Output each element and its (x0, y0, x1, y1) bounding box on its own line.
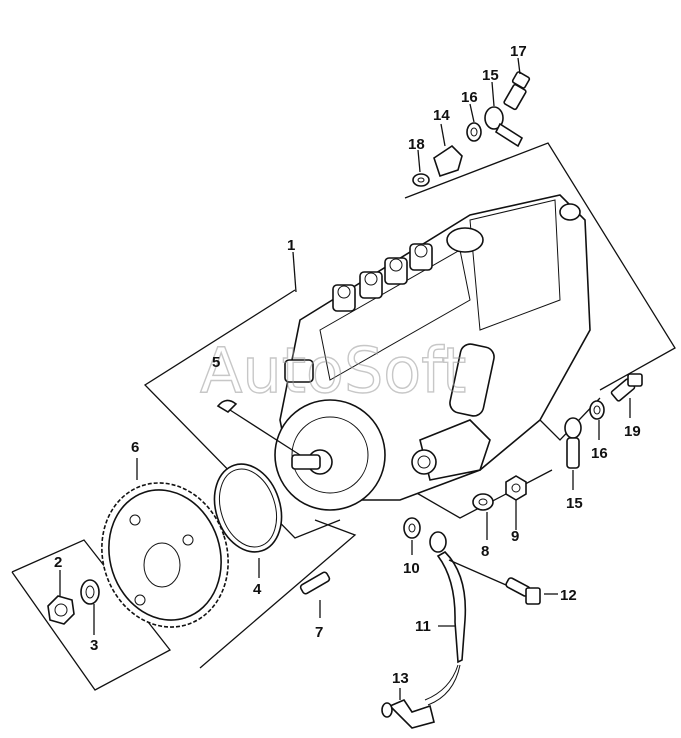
injection-pump-body (274, 194, 591, 511)
pump-assembly-frame-left (143, 289, 341, 539)
o-ring (213, 463, 283, 578)
label-part-18: 18 (408, 136, 425, 153)
stud-bolt (299, 571, 331, 618)
elbow-fitting-13 (381, 688, 435, 729)
label-part-6: 6 (131, 439, 139, 456)
label-part-8: 8 (481, 543, 489, 560)
washer-16-top (466, 103, 482, 142)
label-part-19: 19 (624, 423, 641, 440)
fitting-14 (433, 123, 463, 178)
gear-group-frame (199, 519, 357, 669)
label-part-5: 5 (212, 354, 220, 371)
nut-9 (505, 475, 527, 530)
fuel-hose (424, 531, 467, 706)
banjo-fitting-15-right (564, 417, 582, 490)
nut-group-frame (11, 539, 171, 691)
label-part-2: 2 (54, 554, 62, 571)
leader-1 (292, 251, 297, 293)
banjo-bracket-line (539, 397, 601, 441)
banjo-bolt-19 (610, 373, 643, 418)
grouping-outlines (11, 142, 676, 691)
fuel-outlet-boss (411, 419, 491, 481)
pump-assembly-frame-top (404, 142, 676, 391)
label-part-11: 11 (415, 618, 431, 635)
banjo-bolt-12 (448, 559, 558, 605)
label-part-16-right: 16 (591, 445, 608, 462)
delivery-valve-holders (332, 243, 433, 312)
leader-5 (229, 409, 301, 456)
gear-washer (80, 579, 100, 635)
watermark-text: AutoSoft (200, 334, 466, 407)
label-part-9: 9 (511, 528, 519, 545)
label-part-15-right: 15 (566, 495, 583, 512)
label-part-7: 7 (315, 624, 323, 641)
label-part-4: 4 (253, 581, 262, 598)
banjo-fitting-15-top (484, 81, 524, 148)
label-part-10: 10 (403, 560, 420, 577)
label-part-14: 14 (433, 107, 450, 124)
woodruff-key (216, 399, 301, 456)
drive-gear (101, 458, 229, 628)
label-part-16-top: 16 (461, 89, 478, 106)
label-part-1: 1 (287, 237, 295, 254)
label-part-15-top: 15 (482, 67, 499, 84)
label-part-12: 12 (560, 587, 577, 604)
part-number-labels: 1 2 3 4 5 6 7 8 9 10 11 12 13 14 15 15 1… (54, 43, 641, 687)
gear-nut (47, 570, 75, 625)
washer-16-right (589, 400, 605, 440)
label-part-3: 3 (90, 637, 98, 654)
priming-pump (449, 343, 495, 417)
side-plug (284, 359, 314, 383)
washer-10 (403, 517, 421, 555)
banjo-bolt-17 (503, 57, 531, 111)
washer-8 (472, 493, 494, 540)
label-part-13: 13 (392, 670, 409, 687)
washer-18 (412, 149, 430, 187)
label-part-17: 17 (510, 43, 527, 60)
